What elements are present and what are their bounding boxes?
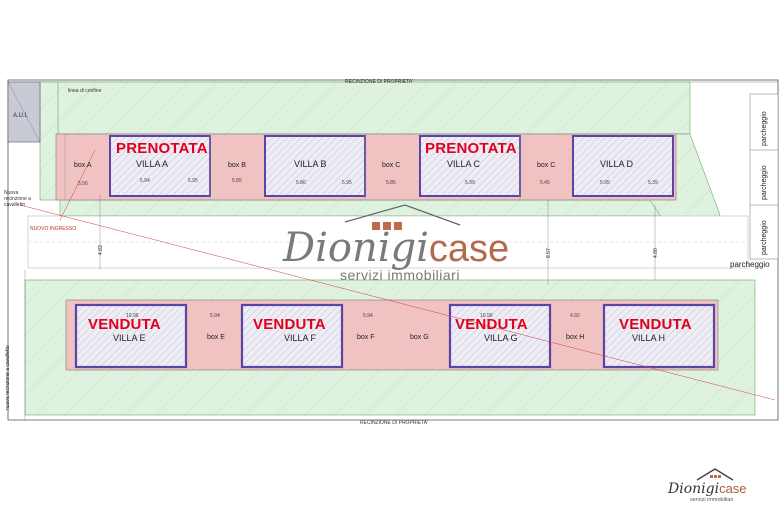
villa-f-status: VENDUTA — [253, 316, 326, 333]
villa-d-label: VILLA D — [600, 159, 634, 169]
parcheggio-stall-2-label: parcheggio — [761, 165, 768, 200]
dim-label: 5.95 — [188, 178, 198, 184]
corner-brand-part1: Dionigi — [668, 481, 720, 497]
dim-label: 5.94 — [210, 313, 220, 319]
villa-g-status: VENDUTA — [455, 316, 528, 333]
dim-label: 5.95 — [600, 180, 610, 186]
villa-b-footprint — [264, 135, 366, 197]
dim-label: 4.92 — [570, 313, 580, 319]
parcheggio-label: parcheggio — [730, 260, 770, 269]
linea-confine-label: linea di confine — [68, 88, 102, 94]
villa-g-footprint — [448, 303, 552, 369]
dim-label: 5.95 — [342, 180, 352, 186]
dim-label: 5.94 — [363, 313, 373, 319]
dim-label: 5.86 — [296, 180, 306, 186]
villa-c-label: VILLA C — [447, 159, 481, 169]
dim-label: 5.56 — [78, 181, 88, 187]
corner-logo-tagline: servizi immobiliari — [690, 497, 734, 503]
villa-a-status: PRENOTATA — [116, 140, 208, 157]
dim-label: 5.85 — [386, 180, 396, 186]
box-b-label: box B — [228, 162, 246, 169]
dim-label: 5.99 — [465, 180, 475, 186]
villa-f-label: VILLA F — [284, 333, 317, 343]
villa-c-status: PRENOTATA — [425, 140, 517, 157]
villa-h-footprint — [602, 303, 716, 369]
dim-label: 5.85 — [232, 178, 242, 184]
watermark-brand-part1: Dionigi — [283, 225, 429, 271]
villa-d-footprint — [572, 135, 674, 197]
watermark-logo: Dionigicase — [283, 225, 509, 271]
dim-label: 5.94 — [140, 178, 150, 184]
dim-label: 5.39 — [648, 180, 658, 186]
villa-b-label: VILLA B — [294, 159, 327, 169]
villa-e-label: VILLA E — [113, 333, 146, 343]
box-c2-label: box C — [537, 162, 556, 169]
corner-logo: Dionigicase — [668, 480, 747, 498]
villa-c-footprint — [419, 135, 521, 197]
parcheggio-stall-3-label: parcheggio — [761, 220, 768, 255]
recinzione-bottom-label: RECINZIONE DI PROPRIETA' — [360, 420, 429, 426]
parking-area — [749, 93, 779, 260]
box-c-label: box C — [382, 162, 401, 169]
villa-e-footprint — [74, 303, 188, 369]
corner-logo-roof-icon — [696, 468, 734, 481]
villa-h-label: VILLA H — [632, 333, 666, 343]
recinzione-top-label: RECINZIONE DI PROPRIETA' — [345, 79, 414, 85]
nuova-recinzione-bottom-label: nuova recinzione a cavalletto — [5, 345, 11, 411]
villa-a-label: VILLA A — [136, 159, 169, 169]
villa-g-label: VILLA G — [484, 333, 518, 343]
dim-label: 4.80 — [653, 248, 659, 258]
dim-label: 5.45 — [540, 180, 550, 186]
villa-h-status: VENDUTA — [619, 316, 692, 333]
villa-a-footprint — [109, 135, 211, 197]
watermark-tagline: servizi immobiliari — [340, 267, 460, 283]
dim-label: 10.96 — [126, 313, 139, 319]
top-garden — [39, 81, 691, 135]
corner-brand-part2: case — [719, 481, 747, 496]
villa-f-footprint — [240, 303, 344, 369]
box-e-label: box E — [207, 334, 225, 341]
box-f-label: box F — [357, 334, 375, 341]
aui-label: A.U.I. — [13, 113, 29, 119]
dim-label: 4.83 — [98, 245, 104, 255]
dim-label: 8.57 — [546, 248, 552, 258]
dim-label: 10.99 — [480, 313, 493, 319]
box-g-label: box G — [410, 334, 429, 341]
box-a-label: box A — [74, 162, 92, 169]
watermark-brand-part2: case — [428, 228, 510, 270]
nuova-recinzione-label: Nuova recinzione a cavalletto — [4, 190, 31, 208]
box-h-label: box H — [566, 334, 585, 341]
villa-e-status: VENDUTA — [88, 316, 161, 333]
nuovo-ingresso-label: NUOVO INGRESSO — [30, 226, 77, 232]
parcheggio-stall-1-label: parcheggio — [761, 111, 768, 146]
